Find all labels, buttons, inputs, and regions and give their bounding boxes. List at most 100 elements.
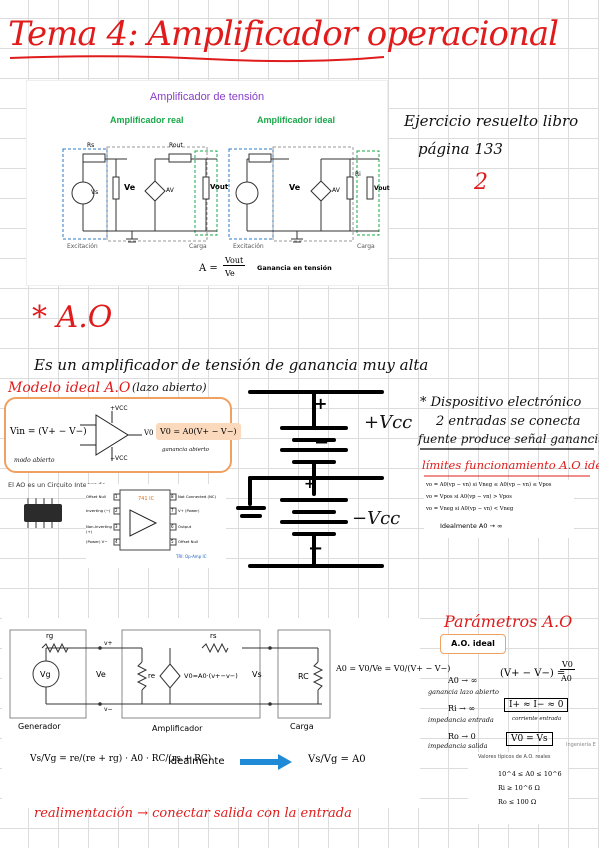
bc-vminus: v− [104,706,113,713]
bc-a0-formula: A0 = V0/Ve = V0/(V+ − V−) [336,664,451,673]
param-eq-main-num: V0 [560,660,575,670]
page-title: Tema 4: Amplificador operacional [8,14,559,54]
bc-rs: rs [210,632,217,640]
modelo-label: Modelo ideal A.O [8,380,131,396]
modelo-box: Vin = (V+ − V−) +VCC −VCC V0 V0 = A0(V+ … [4,397,241,473]
pin-num-1: 1 [115,494,118,499]
battery-sketch [236,390,384,568]
reales-2: Ri ≥ 10^6 Ω [498,784,540,792]
bc-gain-formula: Vs/Vg = re/(re + rg) · A0 · RC/(rs + RC) [30,754,212,764]
param-a0: A0 → ∞ [448,676,478,685]
excitacion-ideal: Excitación [233,243,264,250]
pin-left-4: (Power) V− [86,539,108,544]
pin-right-8: Not Connected (NC) [178,494,216,499]
ci-footer: TRI: Op-Amp IC [176,554,207,559]
reales-3: Ro ≤ 100 Ω [498,798,537,806]
realimentacion: realimentación → conectar salida con la … [34,806,352,821]
ci-caption: El AO es un Circuito Integrado [8,481,106,489]
limites-box: vo = A0(vp − vn) si Vneg ≤ A0(vp − vn) ≤… [424,480,574,538]
pin-right-7: V+ (Power) [178,508,200,513]
excitacion-real: Excitación [67,243,98,250]
pin-num-4: 4 [115,539,118,544]
limites-underline [424,475,590,477]
dispositivo-line2: 2 entradas se conecta [436,414,581,429]
reales-title: Valores típicos de A.O. reales [478,754,551,760]
vo-label: V0 [144,429,154,437]
param-ri-note: impedancia entrada [428,716,494,724]
battery-minus-1: − [314,432,330,453]
pin-num-8: 8 [171,494,174,499]
limites-heading: límites funcionamiento A.O ideal [422,458,599,472]
param-eq-main-den: A0 [561,674,572,683]
real-label: Amplificador real [110,115,184,125]
top-figure: Amplificador de tensión Amplificador rea… [26,80,390,286]
param-ro: Ro → 0 [448,732,476,741]
bottom-circuit: rg Vg v+ Ve v− re V0=A0·(v+−v−) rs Vs RC… [2,618,450,808]
bc-generador: Generador [18,722,61,731]
ci-diagram: 741 IC Offset Null Inverting (−) Non-Inv… [86,484,226,568]
param-a0-note: ganancia lazo abierto [428,688,499,696]
rs-real: Rs [87,142,95,149]
param-eq-v: V0 = Vs [506,732,553,746]
vs-real: Vs [91,189,99,196]
param-ri: Ri → ∞ [448,704,476,713]
ri-ideal: Ri [355,171,361,178]
formula-den: Ve [225,269,235,278]
bc-vo: Vs [252,670,262,679]
pin-right-6: Output [178,524,192,529]
battery-plus-1: + [314,394,328,413]
vcc-neg: −Vcc [352,508,401,529]
bc-rc: RC [298,672,309,681]
bc-amplificador: Amplificador [152,724,203,733]
param-ro-note: impedancia salida [428,742,488,750]
limites-eq1: vo = A0(vp − vn) si Vneg ≤ A0(vp − vn) ≤… [426,482,552,488]
vout-ideal: Vout [374,185,390,192]
amp-circuits [62,146,380,243]
vo-formula: V0 = A0(V+ − V−) [156,423,241,440]
bottom-circuit-drawing [9,629,331,719]
battery-minus-2: − [308,538,324,559]
ideal-label: Amplificador ideal [257,115,336,125]
vout-real: Vout [210,183,229,191]
title-underline [9,55,385,63]
param-eq-i-note: corriente entrada [512,716,562,722]
vin-formula: Vin = (V+ − V−) [10,427,87,437]
bc-re: re [148,672,156,680]
vcc-neg-label: −VCC [110,455,128,462]
param-side-label: Ingeniería E [566,742,596,748]
limites-eq2: vo = Vpos si A0(vp − vn) > Vpos [426,494,512,500]
bc-carga: Carga [290,722,314,731]
bc-ve: Ve [96,670,106,679]
bc-idealmente: idealmente [168,756,225,767]
av-real: AV [166,187,174,194]
ci-photo [24,498,62,528]
vcc-pos: +Vcc [364,412,413,433]
chip-label: 741 IC [138,496,155,502]
pin-right-5: Offset Null [178,539,198,544]
dispositivo-line1: * Dispositivo electrónico [420,395,582,410]
pin-left-2: Inverting (−) [86,508,111,513]
bc-rg: rg [46,632,54,640]
ao-ideal-box: A.O. ideal [440,634,506,654]
modelo-paren: (lazo abierto) [132,381,207,394]
formula-num: Vout [223,256,246,266]
bc-vg: Vg [40,670,51,679]
carga-ideal: Carga [357,243,375,250]
bc-result: Vs/Vg = A0 [308,754,366,765]
pin-num-2: 2 [115,508,118,513]
ve-ideal: Ve [289,183,301,192]
rout-real: Rout [169,142,183,149]
side-note-line2: página 133 [418,140,503,158]
side-note-line1: Ejercicio resuelto libro [404,112,579,130]
limites-eq3: vo = Vneg si A0(vp − vn) < Vneg [426,506,514,512]
reales-box: Valores típicos de A.O. reales 10^4 ≤ A0… [468,752,568,824]
ve-real: Ve [124,183,136,192]
top-figure-heading: Amplificador de tensión [149,91,265,103]
bc-vplus: v+ [104,640,113,647]
side-note-number: 2 [474,170,488,195]
pin-num-3: 3 [115,524,118,529]
dispositivo-underline [420,448,594,450]
modelo-note-right: ganancia abierto [162,447,209,453]
definition: Es un amplificador de tensión de gananci… [34,356,429,374]
